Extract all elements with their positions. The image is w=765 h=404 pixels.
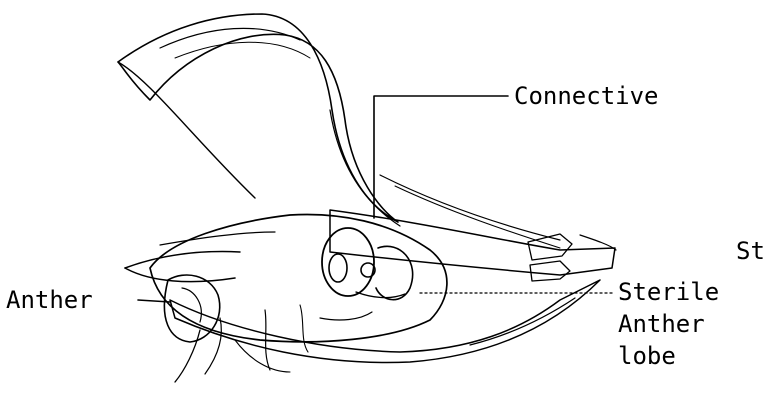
- upper-hood-petal: [118, 14, 400, 226]
- label-sterile-line3: lobe: [618, 342, 676, 370]
- label-sterile-line1: Sterile: [618, 278, 719, 306]
- anther-body: [125, 214, 447, 382]
- label-anther: Anther: [6, 286, 93, 314]
- label-sterile-line2: Anther: [618, 310, 705, 338]
- connective-leader: [374, 96, 508, 218]
- label-connective: Connective: [514, 82, 659, 110]
- label-partial-right: St: [736, 237, 765, 265]
